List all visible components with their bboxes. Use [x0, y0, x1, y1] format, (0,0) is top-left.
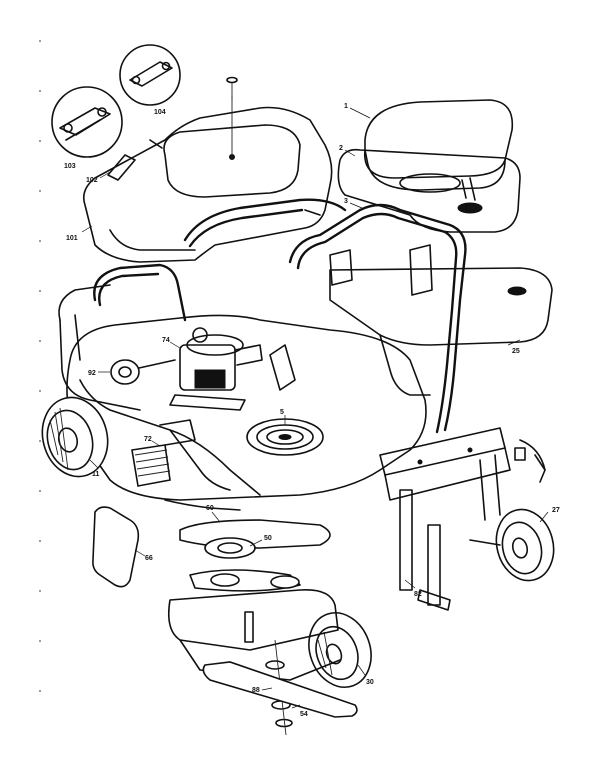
bracket	[131, 419, 196, 487]
callouts: 1 2 3 5 11 25 27 30 50 54 60 66 72 74 82…	[64, 103, 560, 718]
axle	[379, 427, 511, 611]
callout-link-kit: 103	[64, 163, 76, 170]
muffler	[110, 359, 176, 385]
pin	[107, 139, 163, 181]
callout-mount: 60	[206, 505, 214, 512]
callout-deck: 5	[280, 409, 284, 416]
seat-base	[337, 148, 521, 233]
callout-right-fender: 25	[512, 348, 520, 355]
callout-tire-left: 11	[92, 471, 100, 478]
engine	[169, 327, 263, 411]
callout-seat-base: 2	[339, 145, 343, 152]
callout-cover-plate: 66	[145, 555, 153, 562]
link-kit-b	[119, 44, 181, 106]
callout-link-kit-b: 104	[154, 109, 166, 116]
callout-pin: 102	[86, 177, 98, 184]
callout-bracket: 72	[144, 436, 152, 443]
callout-wheel-right: 27	[552, 507, 560, 514]
blade	[202, 661, 358, 718]
callout-dash: 101	[66, 235, 78, 242]
mount	[179, 519, 331, 592]
callout-pulley: 50	[264, 535, 272, 542]
callout-spindle: 88	[252, 687, 260, 694]
linkage	[164, 244, 546, 511]
link-kit	[51, 86, 123, 158]
callout-wheel-front: 30	[366, 679, 374, 686]
seat	[364, 99, 514, 201]
callout-axle: 82	[414, 591, 422, 598]
callout-engine: 74	[162, 337, 170, 344]
wheel-front	[308, 612, 372, 688]
tire-left	[41, 396, 109, 478]
callout-seat: 1	[344, 103, 348, 110]
frame	[58, 198, 467, 434]
callout-muffler: 92	[88, 370, 96, 377]
callout-blade: 54	[300, 711, 308, 718]
wheel-right	[469, 508, 555, 582]
callout-fender: 3	[344, 198, 348, 205]
right-fender	[329, 267, 553, 396]
cover-plate	[92, 506, 140, 588]
dash	[82, 76, 333, 263]
fender	[66, 314, 427, 501]
